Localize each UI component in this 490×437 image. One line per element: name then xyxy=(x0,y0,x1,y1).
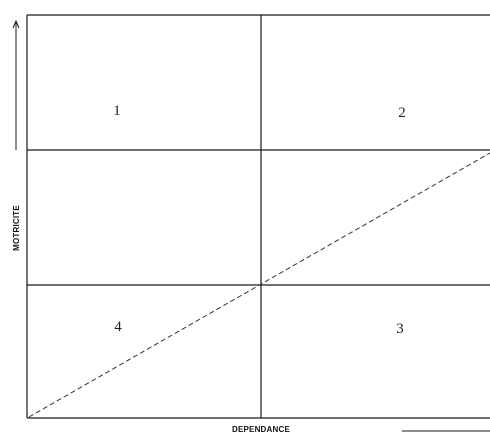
quadrant-1-label: 1 xyxy=(113,103,121,119)
quadrant-3-label: 3 xyxy=(396,321,404,337)
x-axis-label: DEPENDANCE xyxy=(232,425,290,434)
quadrant-2-label: 2 xyxy=(398,105,406,121)
quadrant-4-label: 4 xyxy=(114,319,122,335)
diagonal-line xyxy=(28,152,490,418)
y-axis-label: MOTRICITE xyxy=(12,205,21,251)
y-axis-arrow xyxy=(12,19,20,150)
